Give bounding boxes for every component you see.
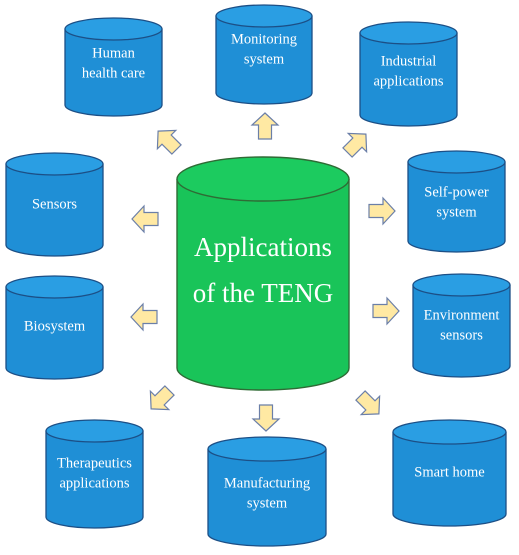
node-biosystem-top (5, 275, 104, 299)
node-human-health-care-body (64, 29, 163, 117)
center-cylinder-top (176, 156, 350, 202)
node-monitoring-system-top (215, 4, 313, 28)
arrow-environment-sensors (372, 296, 400, 326)
center-cylinder: Applications of the TENG (176, 156, 350, 391)
node-biosystem-body (5, 287, 104, 380)
arrow-biosystem (130, 302, 158, 332)
node-self-power-system-label-line-1: Self-power (424, 184, 489, 200)
node-smart-home-label-line-1: Smart home (414, 464, 484, 480)
arrow-therapeutics-applications (149, 385, 175, 411)
node-sensors-label-line-1: Sensors (32, 196, 77, 212)
node-environment-sensors-body (412, 285, 511, 378)
node-manufacturing-system-body (207, 449, 327, 547)
center-cylinder-body (176, 179, 350, 391)
node-biosystem: Biosystem (5, 275, 104, 380)
node-human-health-care-top (64, 17, 163, 41)
node-biosystem-label-line-1: Biosystem (24, 318, 86, 334)
node-therapeutics-applications-body (45, 431, 144, 529)
arrow-monitoring-system (250, 112, 280, 140)
node-sensors-top (5, 152, 104, 176)
arrow-manufacturing-system (251, 404, 281, 432)
node-industrial-applications: Industrial applications (359, 21, 458, 127)
arrows (130, 112, 400, 432)
node-therapeutics-applications-label-line-1: Therapeutics (57, 455, 132, 471)
node-therapeutics-applications: Therapeutics applications (45, 419, 144, 529)
node-manufacturing-system-label-line-1: Manufacturing (224, 475, 310, 491)
node-manufacturing-system: Manufacturing system (207, 436, 327, 547)
node-human-health-care: Human health care (64, 17, 163, 117)
node-environment-sensors-top (412, 273, 511, 297)
node-therapeutics-applications-top (45, 419, 144, 443)
node-industrial-applications-label-line-1: Industrial (381, 53, 437, 69)
node-self-power-system: Self-power system (407, 150, 506, 253)
node-manufacturing-system-label-line-2: system (247, 495, 288, 511)
node-monitoring-system-body (215, 16, 313, 105)
node-manufacturing-system-top (207, 436, 327, 462)
arrow-self-power-system (368, 196, 396, 226)
node-sensors: Sensors (5, 152, 104, 257)
node-human-health-care-label-line-2: health care (82, 65, 145, 81)
arrow-sensors (131, 204, 159, 234)
node-environment-sensors-label-line-2: sensors (440, 327, 483, 343)
node-industrial-applications-top (359, 21, 458, 45)
node-smart-home-body (392, 432, 507, 527)
arrow-smart-home (355, 390, 381, 416)
node-monitoring-system: Monitoring system (215, 4, 313, 105)
node-sensors-body (5, 164, 104, 257)
node-therapeutics-applications-label-line-2: applications (59, 475, 129, 491)
arrow-industrial-applications (342, 132, 368, 158)
node-self-power-system-top (407, 150, 506, 174)
node-self-power-system-body (407, 162, 506, 253)
node-industrial-applications-body (359, 33, 458, 127)
node-environment-sensors: Environment sensors (412, 273, 511, 378)
node-environment-sensors-label-line-1: Environment (424, 307, 500, 323)
node-self-power-system-label-line-2: system (436, 204, 477, 220)
center-label-line-1: Applications (194, 232, 332, 262)
node-smart-home: Smart home (392, 419, 507, 527)
node-human-health-care-label-line-1: Human (92, 45, 135, 61)
node-monitoring-system-label-line-1: Monitoring (231, 31, 297, 47)
node-industrial-applications-label-line-2: applications (373, 73, 443, 89)
node-smart-home-top (392, 419, 507, 445)
node-monitoring-system-label-line-2: system (244, 51, 285, 67)
arrow-human-health-care (156, 129, 182, 155)
center-label-line-2: of the TENG (193, 278, 333, 308)
